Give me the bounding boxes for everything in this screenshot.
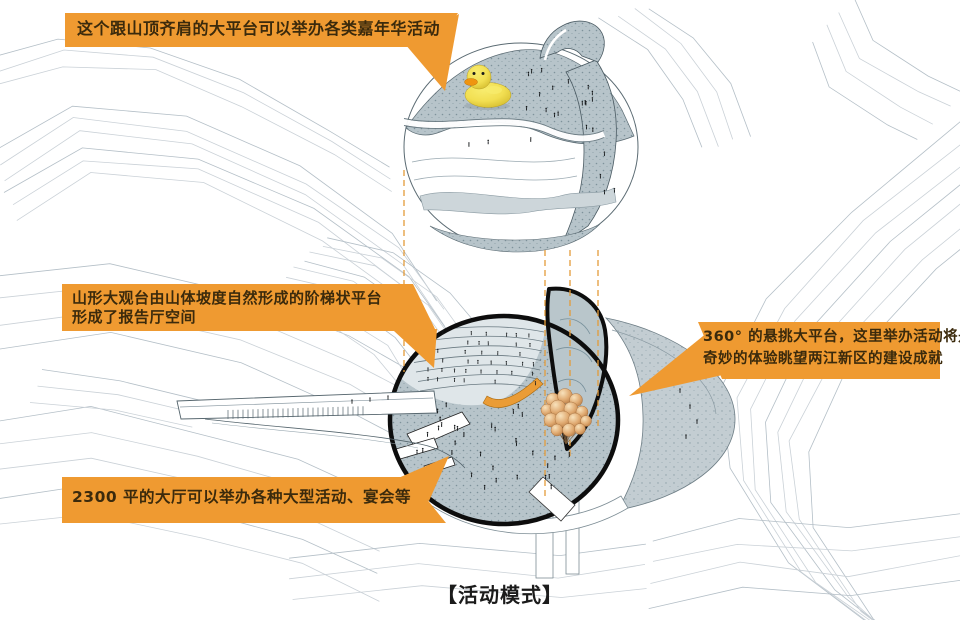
- exit-ramp: [528, 476, 576, 522]
- callout-text-hall: 2300 平的大厅可以举办各种大型活动、宴会等: [72, 488, 412, 506]
- diagram-title: 【活动模式】: [437, 583, 563, 607]
- upper-bottom-rim: [429, 223, 601, 253]
- stage-arc: [482, 377, 544, 408]
- callout-text-cantilever-line2: 奇妙的体验眺望两江新区的建设成就: [703, 350, 943, 367]
- rubber-duck-icon: [464, 64, 512, 110]
- upper-carnival-platform: [404, 20, 639, 253]
- callout-box-right: [698, 322, 940, 379]
- callout-box-left: [62, 284, 436, 331]
- hall-heavy-outline: [387, 313, 621, 527]
- callout-text-amphitheater: 山形大观台由山体坡度自然形成的阶梯状平台 形成了报告厅空间: [72, 289, 382, 327]
- callout-box-top: [65, 13, 458, 47]
- balloon-cluster-icon: [540, 388, 592, 445]
- callout-pointer-right: [629, 328, 727, 396]
- callout-text-amphitheater-line2: 形成了报告厅空间: [72, 308, 197, 326]
- upper-mid-strip: [419, 187, 617, 215]
- upper-hook: [539, 20, 605, 63]
- callout-text-cantilever: 360° 的悬挑大平台，这里举办活动将是 奇妙的体验眺望两江新区的建设成就: [703, 327, 960, 370]
- lower-main-hall: [176, 286, 736, 579]
- callout-pointer-bottom: [396, 456, 449, 501]
- callout-box-bottom: [62, 477, 446, 523]
- callout-text-top-platform: 这个跟山顶齐肩的大平台可以举办各类嘉年华活动: [77, 19, 441, 38]
- callout-text-cantilever-line1: 360° 的悬挑大平台，这里举办活动将是: [703, 329, 960, 345]
- entry-bridge: [176, 390, 466, 469]
- callout-pointer-left: [394, 329, 437, 368]
- callout-text-amphitheater-line1: 山形大观台由山体坡度自然形成的阶梯状平台: [72, 289, 383, 307]
- callout-pointer-top: [405, 14, 459, 91]
